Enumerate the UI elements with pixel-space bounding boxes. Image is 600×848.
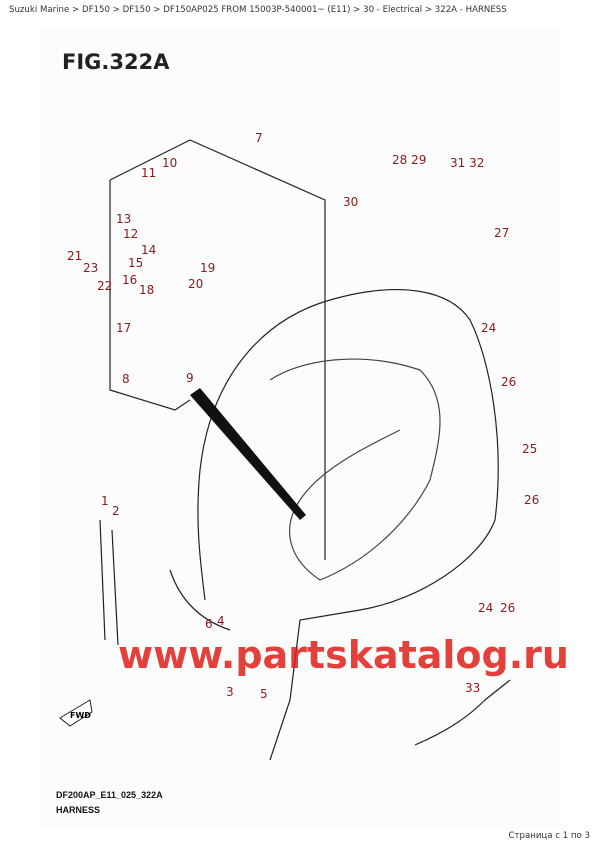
callout-18[interactable]: 18 [139,283,154,297]
callout-13[interactable]: 13 [116,212,131,226]
fwd-label: FWD [70,711,91,720]
fwd-arrow: FWD [59,699,93,727]
callout-26[interactable]: 26 [501,375,516,389]
callout-26[interactable]: 26 [524,493,539,507]
callout-24[interactable]: 24 [478,601,493,615]
callout-1[interactable]: 1 [101,494,109,508]
callout-15[interactable]: 15 [128,256,143,270]
callout-27[interactable]: 27 [494,226,509,240]
callout-23[interactable]: 23 [83,261,98,275]
callout-5[interactable]: 5 [260,687,268,701]
callout-17[interactable]: 17 [116,321,131,335]
diagram-sheet [40,26,560,826]
callout-31-32[interactable]: 31 32 [450,156,484,170]
engine-cover-outline [169,289,499,761]
callout-25[interactable]: 25 [522,442,537,456]
callout-26[interactable]: 26 [500,601,515,615]
callout-19[interactable]: 19 [200,261,215,275]
callout-24[interactable]: 24 [481,321,496,335]
callout-12[interactable]: 12 [123,227,138,241]
pointer-arrow [190,388,306,520]
callout-2[interactable]: 2 [112,504,120,518]
wire-harness [269,358,441,581]
watermark: www.partskatalog.ru [118,633,569,677]
figure-title: FIG.322A [62,50,170,74]
harness-33 [414,679,511,746]
callout-7[interactable]: 7 [255,131,263,145]
callout-10[interactable]: 10 [162,156,177,170]
callout-8[interactable]: 8 [122,372,130,386]
callout-4[interactable]: 4 [217,614,225,628]
callout-21[interactable]: 21 [67,249,82,263]
callout-11[interactable]: 11 [141,166,156,180]
figure-name: HARNESS [56,805,101,815]
figure-code: DF200AP_E11_025_322A [56,790,163,800]
callout-16[interactable]: 16 [122,273,137,287]
callout-22[interactable]: 22 [97,279,112,293]
callout-9[interactable]: 9 [186,371,194,385]
callout-14[interactable]: 14 [141,243,156,257]
parts-box [109,139,326,560]
callout-20[interactable]: 20 [188,277,203,291]
breadcrumb: Suzuki Marine > DF150 > DF150 > DF150AP0… [9,5,507,15]
callout-33[interactable]: 33 [465,681,480,695]
pagination: Страница с 1 по 3 [508,831,590,841]
callout-6[interactable]: 6 [205,617,213,631]
callout-28-29[interactable]: 28 29 [392,153,426,167]
lead-wire-1 [99,519,119,646]
callout-3[interactable]: 3 [226,685,234,699]
callout-30[interactable]: 30 [343,195,358,209]
